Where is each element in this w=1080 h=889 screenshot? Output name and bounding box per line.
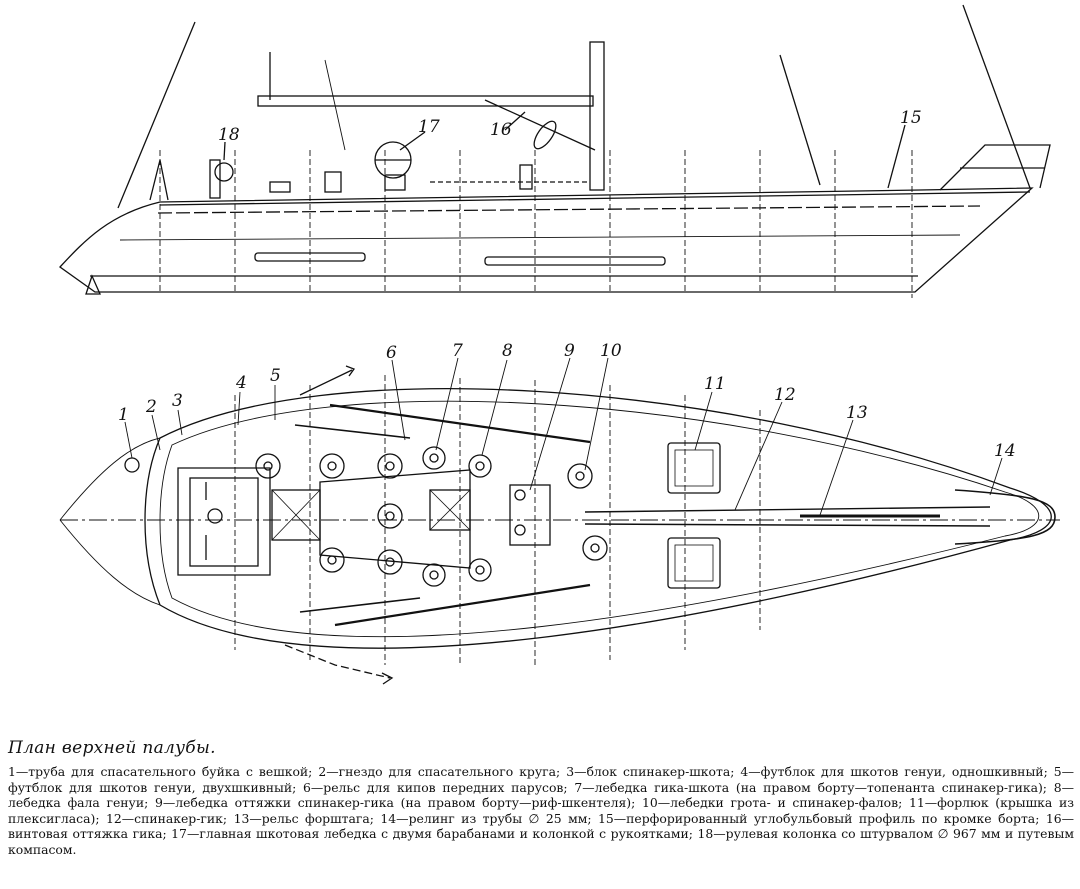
forestay-line [962, 4, 1031, 189]
arrowhead-port-upper [345, 365, 356, 377]
forehatch-port-inner [674, 449, 714, 487]
callout-17: 17 [418, 117, 440, 137]
cockpit [177, 467, 271, 576]
genoa-track-inner-port [294, 424, 411, 439]
leader-17 [399, 131, 426, 151]
spinnaker-pole [584, 506, 991, 527]
arrowhead-stbd-lower [381, 672, 394, 685]
main-hatch [271, 489, 321, 541]
callout-15: 15 [900, 108, 922, 128]
caption-title: План верхней палубы. [8, 738, 216, 758]
steering-pedestal-plan [207, 508, 223, 524]
main-hatch-cross-b [271, 489, 321, 541]
callout-8: 8 [502, 341, 513, 361]
mast-fitting-1 [514, 489, 526, 501]
boom-vang [484, 99, 596, 151]
callout-2: 2 [145, 397, 157, 417]
mast-fitting-2 [514, 524, 526, 536]
deck-fitting-side [269, 181, 291, 193]
callout-12: 12 [774, 385, 796, 405]
forehatch-stbd [667, 537, 721, 589]
winch-side-aft [324, 171, 342, 193]
leader-15 [887, 124, 906, 189]
callout-18: 18 [218, 125, 240, 145]
callout-labels: 18 17 16 15 1 2 3 4 5 6 7 8 9 10 11 12 1… [118, 108, 1016, 461]
genoa-track-stbd [334, 583, 591, 627]
figure-caption: План верхней палубы. 1—труба для спасате… [8, 738, 1074, 858]
cockpit-well [189, 477, 259, 567]
callout-11: 11 [704, 374, 726, 394]
stern-pulpit [149, 159, 169, 201]
genoa-track-inner-stbd [299, 597, 421, 613]
callout-5: 5 [270, 366, 281, 386]
callout-6: 6 [386, 343, 397, 363]
station-lines-side [159, 150, 913, 298]
callout-14: 14 [994, 441, 1016, 461]
deck-edge-profile [157, 205, 981, 214]
plan-view [59, 357, 1060, 685]
hull-port-window-fwd [484, 256, 666, 266]
rub-rail-line [119, 234, 961, 241]
callout-7: 7 [452, 341, 463, 361]
forehatch-stbd-inner [674, 544, 714, 582]
bow-pulpit-plan [954, 489, 1056, 545]
leader-16 [504, 111, 526, 131]
deck-outline [144, 387, 1052, 649]
winches-plan [255, 446, 608, 587]
companionway-hatch [429, 489, 471, 531]
side-elevation [59, 4, 1051, 298]
station-lines-plan [234, 375, 761, 665]
callout-13: 13 [846, 403, 868, 423]
lifebuoy-tube [124, 457, 140, 473]
steering-column [209, 159, 221, 199]
sheer-line [159, 191, 1031, 206]
mast [589, 41, 605, 191]
arrow-stbd-lower [284, 644, 391, 679]
winch-side-fwd [519, 164, 533, 190]
arrow-port-upper [299, 369, 353, 396]
plan-leaders [124, 357, 1003, 516]
callout-16: 16 [490, 120, 512, 140]
compass-housing [214, 162, 234, 182]
callout-10: 10 [600, 341, 622, 361]
backstay-line [117, 21, 196, 209]
deck-plan-drawing: 18 17 16 15 1 2 3 4 5 6 7 8 9 10 11 12 1… [59, 4, 1060, 685]
winch-drum [384, 174, 406, 191]
callout-1: 1 [118, 405, 129, 425]
callout-9: 9 [564, 341, 575, 361]
boom [257, 95, 594, 107]
mast-step-plate [509, 484, 551, 546]
callout-4: 4 [235, 373, 247, 393]
transom-curve [59, 437, 161, 606]
leader-18 [223, 141, 226, 161]
boom-vang-screw [533, 120, 557, 150]
callout-3: 3 [172, 391, 183, 411]
rudder-skeg [85, 274, 102, 295]
hull-outline [59, 187, 1034, 293]
toe-rail-outline [159, 400, 1039, 638]
forehatch-port [667, 442, 721, 494]
hatch-cross-b [429, 489, 471, 531]
mainsheet-line [324, 59, 346, 151]
spinnaker-guy-line [779, 54, 821, 186]
caption-legend: 1—труба для спасательного буйка с вешкой… [8, 764, 1074, 857]
